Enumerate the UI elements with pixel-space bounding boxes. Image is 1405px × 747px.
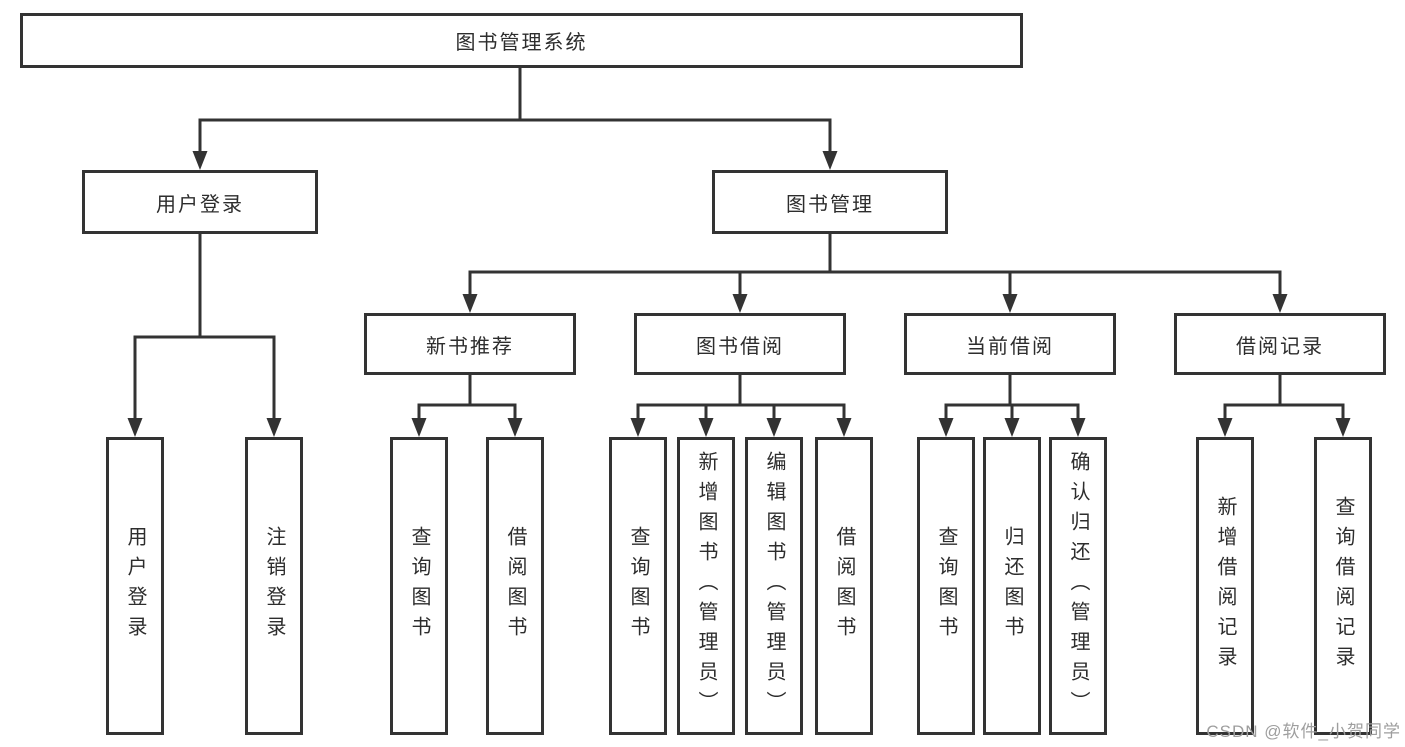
leaf-borrow-books-recommend: 借阅图书 [486,437,544,735]
node-label: 查询图书 [627,526,649,646]
node-label: 借阅图书 [504,526,526,646]
node-user-login: 用户登录 [82,170,318,234]
csdn-watermark: CSDN @软件_小贺同学 [1206,722,1401,741]
node-current-borrowing: 当前借阅 [904,313,1116,375]
node-label: 新增图书（管理员） [695,451,717,721]
node-label: 新增借阅记录 [1214,496,1236,676]
leaf-query-books-current: 查询图书 [917,437,975,735]
node-label: 用户登录 [156,193,244,216]
connector-root-to-level2 [192,68,838,170]
leaf-add-books-admin: 新增图书（管理员） [677,437,735,735]
leaf-add-borrow-record: 新增借阅记录 [1196,437,1254,735]
leaf-logout: 注销登录 [245,437,303,735]
node-label: 借阅记录 [1236,335,1324,358]
node-label: 查询图书 [935,526,957,646]
node-label: 当前借阅 [966,335,1054,358]
node-label: 注销登录 [263,526,285,646]
leaf-query-books-recommend: 查询图书 [390,437,448,735]
node-label: 图书管理 [786,193,874,216]
node-label: 查询借阅记录 [1332,496,1354,676]
connector-current-borrowing-to-leaves [938,375,1086,437]
node-label: 图书借阅 [696,335,784,358]
connector-book-management-to-level3 [462,234,1288,313]
node-label: 确认归还（管理员） [1067,451,1089,721]
node-label: 查询图书 [408,526,430,646]
leaf-query-books-borrowing: 查询图书 [609,437,667,735]
node-label: 编辑图书（管理员） [763,451,785,721]
leaf-edit-books-admin: 编辑图书（管理员） [745,437,803,735]
node-label: 借阅图书 [833,526,855,646]
node-book-borrowing: 图书借阅 [634,313,846,375]
leaf-query-borrow-record: 查询借阅记录 [1314,437,1372,735]
connector-new-book-recommend-to-leaves [411,375,523,437]
node-borrowing-records: 借阅记录 [1174,313,1386,375]
node-book-management: 图书管理 [712,170,948,234]
leaf-confirm-return-admin: 确认归还（管理员） [1049,437,1107,735]
connector-borrowing-records-to-leaves [1217,375,1351,437]
connector-user-login-to-leaves [127,234,282,437]
node-new-book-recommend: 新书推荐 [364,313,576,375]
node-library-management-system: 图书管理系统 [20,13,1023,68]
leaf-user-login: 用户登录 [106,437,164,735]
leaf-borrow-books: 借阅图书 [815,437,873,735]
node-label: 归还图书 [1001,526,1023,646]
connector-book-borrowing-to-leaves [630,375,852,437]
node-label: 用户登录 [124,526,146,646]
leaf-return-books: 归还图书 [983,437,1041,735]
node-label: 新书推荐 [426,335,514,358]
node-label: 图书管理系统 [455,32,588,54]
